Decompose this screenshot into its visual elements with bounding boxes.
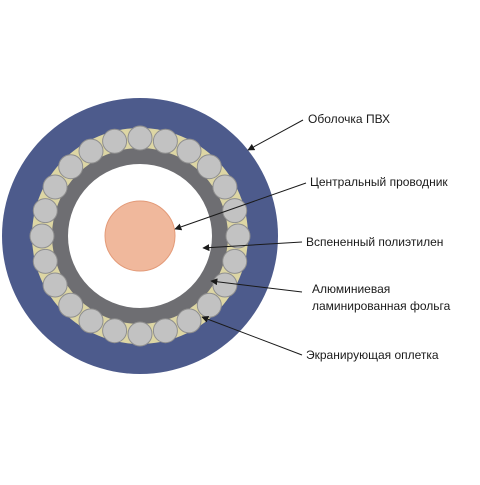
braid-wire xyxy=(225,223,251,249)
label-foil-line2: ламинированная фольга xyxy=(312,299,451,313)
braid-wires xyxy=(29,125,251,347)
conductor-leader xyxy=(174,182,307,231)
braid-wire xyxy=(102,128,128,154)
braid-wire xyxy=(176,138,202,164)
central-conductor xyxy=(104,200,176,272)
braid-wire xyxy=(196,292,222,318)
braid-wire xyxy=(78,308,104,334)
braid-wire xyxy=(127,321,153,347)
braid-wire xyxy=(222,248,248,274)
label-foil-line1: Алюминиевая xyxy=(312,282,390,296)
braid-wire xyxy=(102,318,128,344)
label-braid: Экранирующая оплетка xyxy=(306,348,439,362)
braid-wire xyxy=(42,174,68,200)
braid-wire xyxy=(196,154,222,180)
braid-wire xyxy=(212,272,238,298)
dielectric-leader xyxy=(202,241,303,252)
label-dielectric: Вспененный полиэтилен xyxy=(306,235,443,249)
braid-wire xyxy=(32,198,58,224)
label-sheath: Оболочка ПВХ xyxy=(308,112,390,126)
braid-wire xyxy=(78,138,104,164)
label-conductor: Центральный проводник xyxy=(310,175,448,189)
braid-wire xyxy=(152,318,178,344)
sheath-leader xyxy=(247,119,304,151)
braid-wire xyxy=(212,174,238,200)
braid-leader xyxy=(201,315,303,356)
braid-wire xyxy=(58,292,84,318)
foil-leader xyxy=(210,278,303,293)
braid-wire xyxy=(32,248,58,274)
braid-wire xyxy=(176,308,202,334)
braid-wire xyxy=(29,223,55,249)
braid-wire xyxy=(127,125,153,151)
braid-wire xyxy=(42,272,68,298)
braid-wire xyxy=(222,198,248,224)
braid-wire xyxy=(58,154,84,180)
braid-wire xyxy=(152,128,178,154)
